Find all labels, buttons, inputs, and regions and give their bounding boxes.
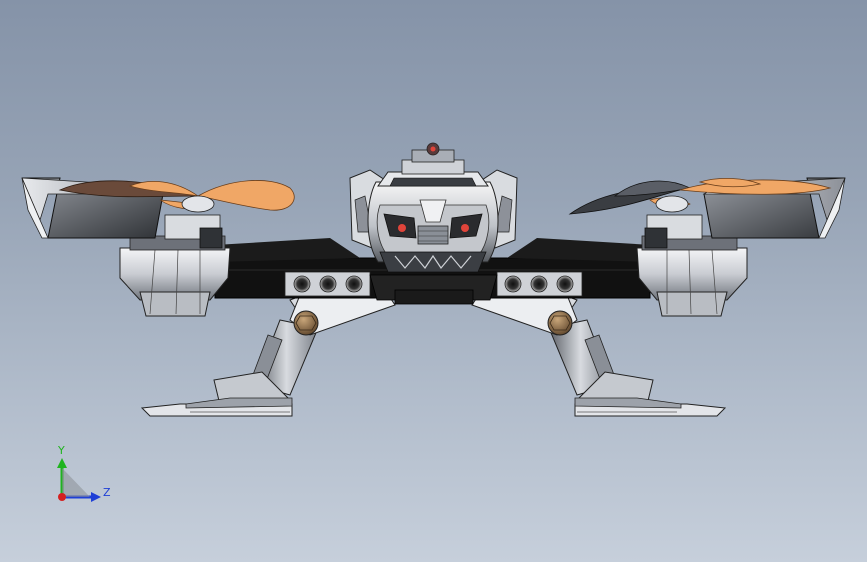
- left-propeller[interactable]: [58, 180, 295, 213]
- left-frame-holes: [293, 275, 363, 293]
- left-knee-joint[interactable]: [293, 310, 319, 336]
- xy-plane-indicator: [62, 468, 90, 497]
- x-axis-origin-dot: [58, 493, 66, 501]
- central-cabin[interactable]: [349, 142, 518, 273]
- left-motor-pod[interactable]: [119, 214, 231, 317]
- right-knee-joint[interactable]: [547, 310, 573, 336]
- right-motor-pod[interactable]: [636, 214, 748, 317]
- y-axis-label: Y: [57, 444, 65, 457]
- right-frame-holes: [504, 275, 574, 293]
- right-propeller[interactable]: [568, 178, 832, 215]
- z-axis-label: Z: [103, 486, 111, 499]
